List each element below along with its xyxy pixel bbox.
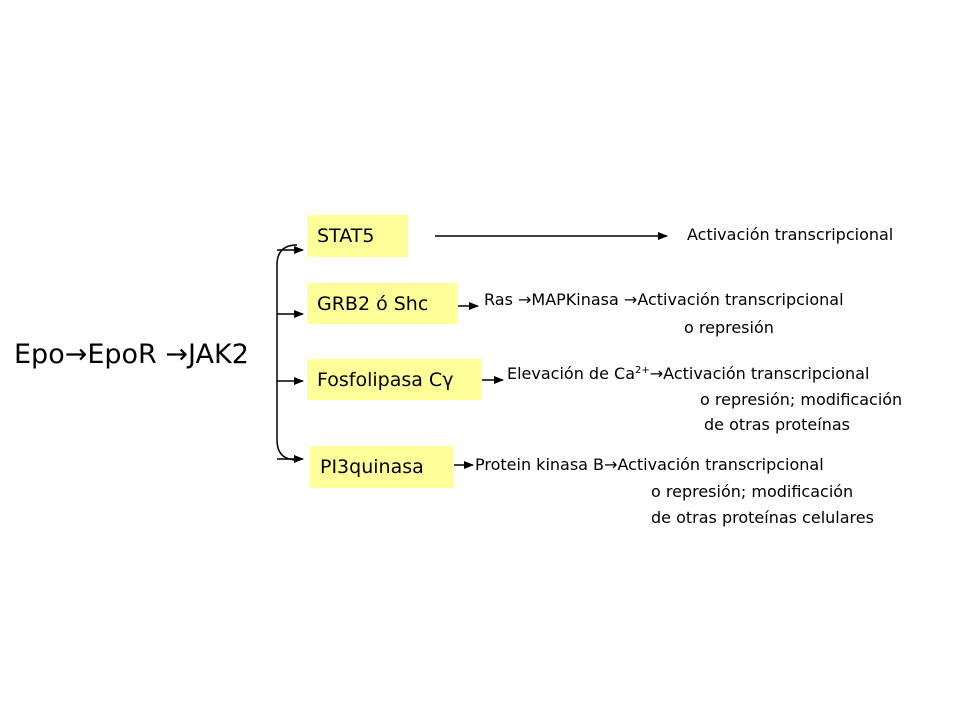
pi3quinasa-label: PI3quinasa bbox=[320, 456, 424, 478]
pi3-result-line1: Protein kinasa B→Activación transcripcio… bbox=[475, 455, 824, 474]
fosfolipasa-result-line1: Elevación de Ca2+→Activación transcripci… bbox=[507, 366, 869, 382]
stat5-label: STAT5 bbox=[317, 225, 375, 247]
fosfolipasa-result-sup: 2+ bbox=[635, 365, 650, 376]
grb2-result-line2: o represión bbox=[684, 318, 774, 337]
fosfolipasa-result-line2: o represión; modificación bbox=[700, 390, 903, 409]
stat5-result: Activación transcripcional bbox=[687, 225, 894, 244]
pi3quinasa-box: PI3quinasa bbox=[310, 446, 453, 488]
fosfolipasa-result-prefix: Elevación de Ca bbox=[507, 364, 635, 383]
fosfolipasa-result-line3: de otras proteínas bbox=[704, 415, 850, 434]
fosfolipasa-box: Fosfolipasa Cγ bbox=[307, 359, 482, 400]
stat5-box: STAT5 bbox=[307, 215, 407, 257]
grb2-shc-box: GRB2 ó Shc bbox=[307, 283, 457, 324]
branch-bracket bbox=[276, 244, 298, 461]
source-label: Epo→EpoR →JAK2 bbox=[14, 339, 249, 370]
grb2-shc-label: GRB2 ó Shc bbox=[317, 292, 429, 315]
pi3-result-line2: o represión; modificación bbox=[651, 482, 854, 501]
fosfolipasa-result-suffix: →Activación transcripcional bbox=[649, 364, 870, 383]
fosfolipasa-label: Fosfolipasa Cγ bbox=[317, 368, 454, 391]
pi3-result-line3: de otras proteínas celulares bbox=[651, 508, 874, 527]
grb2-result-line1: Ras →MAPKinasa →Activación transcripcion… bbox=[484, 290, 844, 309]
